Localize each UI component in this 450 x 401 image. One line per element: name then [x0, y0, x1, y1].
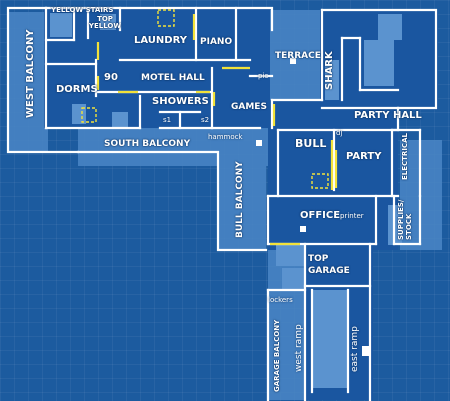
- shark-label: SHARK: [324, 51, 335, 90]
- hammock-note: hammock: [208, 133, 243, 141]
- showers-label: SHOWERS: [152, 96, 209, 107]
- top-garage-label: TOP GARAGE: [308, 254, 350, 276]
- top-yellow-label: TOP YELLOW: [88, 15, 122, 30]
- terrace-label: TERRACE: [275, 51, 321, 61]
- laundry-label: LAUNDRY: [134, 35, 187, 46]
- s1-note: s1: [163, 116, 172, 124]
- yellow-stairs-label: YELLOW STAIRS: [51, 6, 114, 14]
- office-label: OFFICE: [300, 210, 341, 221]
- pic-note: pic: [258, 72, 269, 80]
- electrical-label: ELECTRICAL: [401, 133, 409, 180]
- garage-balcony-label: GARAGE BALCONY: [273, 319, 281, 392]
- motel-hall-label: MOTEL HALL: [141, 73, 205, 83]
- dorms-label: DORMS: [56, 84, 98, 95]
- garage-balcony-area: [268, 240, 308, 400]
- south-balcony-label: SOUTH BALCONY: [104, 139, 191, 149]
- west-balcony-area: [8, 12, 48, 152]
- printer-note: printer: [340, 212, 364, 220]
- dj-note: dj: [336, 129, 343, 137]
- party-hall-label: PARTY HALL: [354, 110, 422, 121]
- west-ramp-note: west ramp: [294, 324, 304, 372]
- party-label: PARTY: [346, 151, 382, 162]
- bull-balcony-area: [218, 140, 266, 250]
- west-balcony-label: WEST BALCONY: [25, 29, 36, 118]
- supplies-stock-label: SUPPLIES/ STOCK: [397, 199, 413, 240]
- bull-label: BULL: [295, 137, 327, 150]
- east-ramp-note: east ramp: [350, 326, 360, 372]
- games-label: GAMES: [231, 102, 267, 112]
- s2-note: s2: [201, 116, 210, 124]
- terrace-area: [270, 10, 320, 100]
- room-90-label: 90: [104, 72, 118, 83]
- lockers-note: lockers: [268, 296, 293, 304]
- bull-balcony-label: BULL BALCONY: [235, 161, 245, 238]
- piano-label: PIANO: [200, 37, 233, 47]
